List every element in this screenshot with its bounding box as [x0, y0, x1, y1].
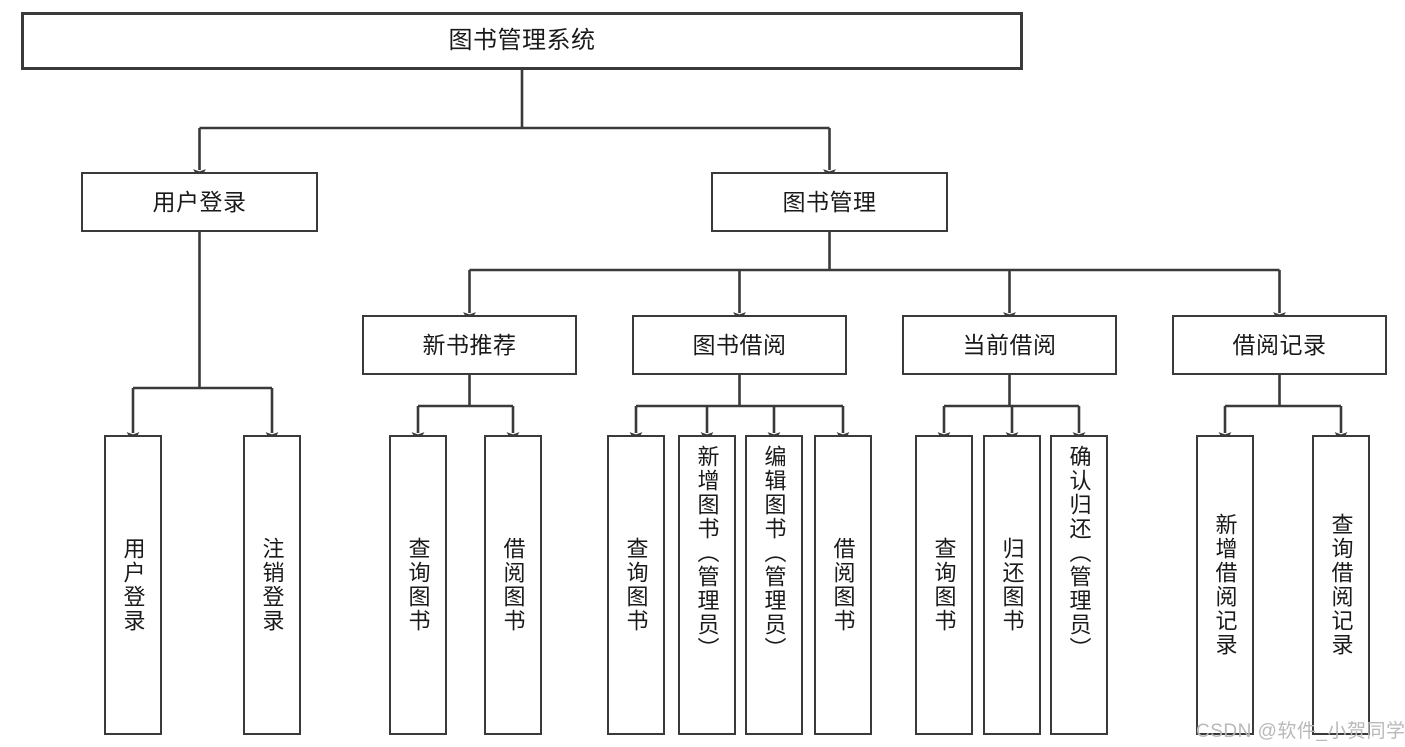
node-leaf-user-login[interactable]: 用户登录 [104, 435, 162, 735]
node-root[interactable]: 图书管理系统 [21, 12, 1023, 70]
node-leaf-confirm-return[interactable]: 确认归还（管理员） [1050, 435, 1108, 735]
node-leaf-logout[interactable]: 注销登录 [243, 435, 301, 735]
node-book-management[interactable]: 图书管理 [711, 172, 948, 232]
node-label: 新增图书（管理员） [694, 445, 720, 661]
node-current-borrow[interactable]: 当前借阅 [902, 315, 1117, 375]
node-label: 图书管理 [782, 188, 877, 215]
node-label: 图书管理系统 [448, 27, 596, 55]
node-leaf-query-book-current[interactable]: 查询图书 [915, 435, 973, 735]
node-label: 借阅记录 [1232, 331, 1327, 358]
node-label: 当前借阅 [962, 331, 1057, 358]
node-borrow-record[interactable]: 借阅记录 [1172, 315, 1387, 375]
node-label: 查询图书 [931, 537, 957, 633]
node-label: 注销登录 [259, 537, 285, 633]
node-label: 用户登录 [152, 188, 247, 215]
node-label: 确认归还（管理员） [1066, 445, 1092, 661]
node-label: 查询图书 [405, 537, 431, 633]
node-label: 新书推荐 [422, 331, 517, 358]
node-label: 新增借阅记录 [1212, 513, 1238, 657]
node-label: 查询借阅记录 [1328, 513, 1354, 657]
node-user-login[interactable]: 用户登录 [81, 172, 318, 232]
node-leaf-borrow-book-rec[interactable]: 借阅图书 [484, 435, 542, 735]
csdn-watermark: CSDN @软件_小贺同学 [1196, 721, 1405, 742]
node-label: 归还图书 [999, 537, 1025, 633]
node-leaf-query-book-borrow[interactable]: 查询图书 [607, 435, 665, 735]
node-label: 图书借阅 [692, 331, 787, 358]
node-label: 借阅图书 [830, 537, 856, 633]
node-label: 编辑图书（管理员） [761, 445, 787, 661]
node-leaf-return-book[interactable]: 归还图书 [983, 435, 1041, 735]
node-leaf-query-book-rec[interactable]: 查询图书 [389, 435, 447, 735]
node-label: 借阅图书 [500, 537, 526, 633]
node-new-book-recommend[interactable]: 新书推荐 [362, 315, 577, 375]
node-label: 查询图书 [623, 537, 649, 633]
node-book-borrow[interactable]: 图书借阅 [632, 315, 847, 375]
node-leaf-edit-book[interactable]: 编辑图书（管理员） [745, 435, 803, 735]
node-leaf-query-record[interactable]: 查询借阅记录 [1312, 435, 1370, 735]
node-label: 用户登录 [120, 537, 146, 633]
node-leaf-borrow-book[interactable]: 借阅图书 [814, 435, 872, 735]
node-leaf-add-record[interactable]: 新增借阅记录 [1196, 435, 1254, 735]
node-leaf-add-book[interactable]: 新增图书（管理员） [678, 435, 736, 735]
